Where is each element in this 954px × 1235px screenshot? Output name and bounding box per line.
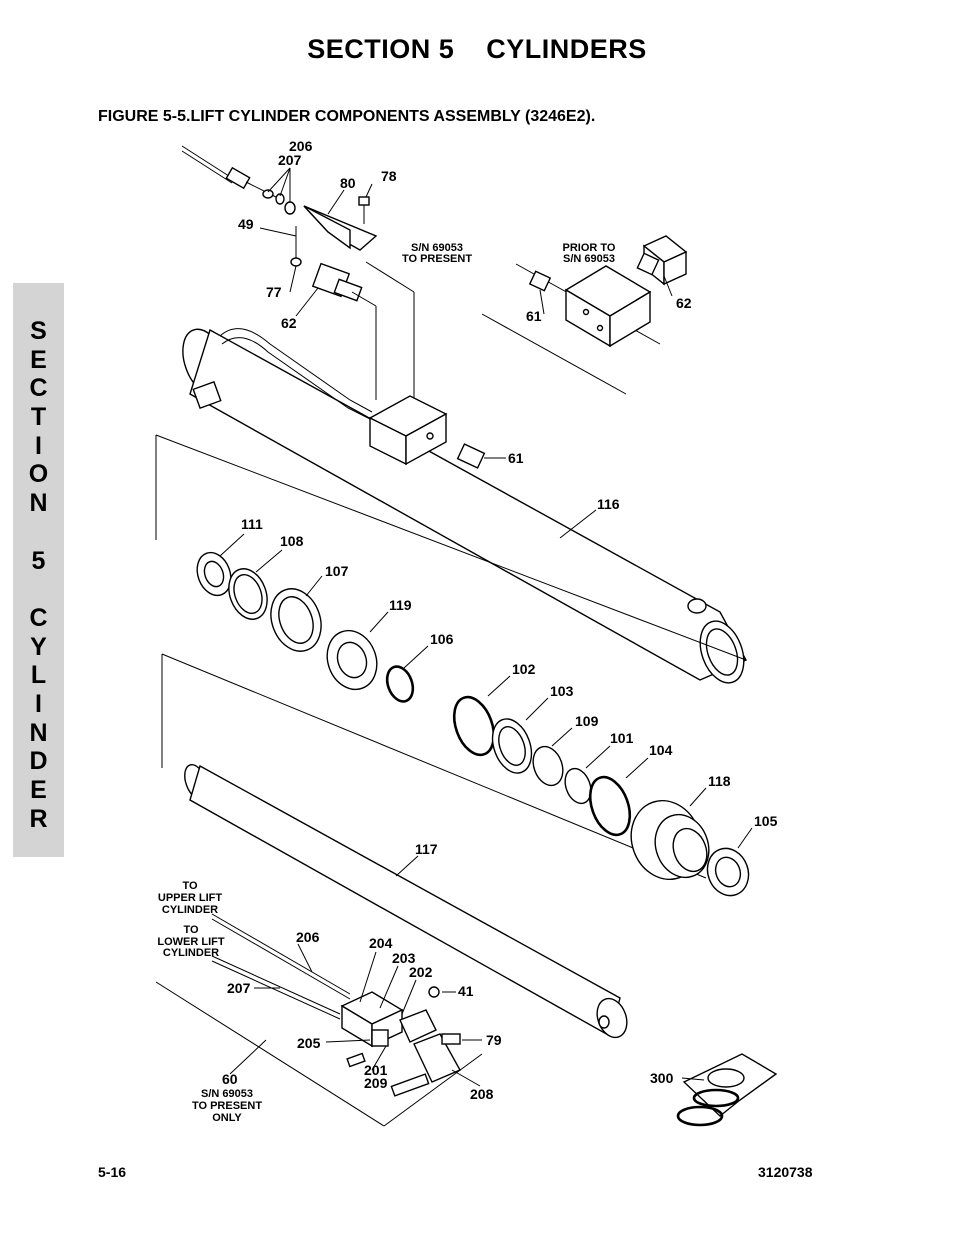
callout-204: 204 <box>369 935 393 951</box>
callout-62-prior: 62 <box>676 295 692 311</box>
diagram-notes: S/N 69053 TO PRESENT PRIOR TO S/N 69053 … <box>157 242 616 1124</box>
callout-79: 79 <box>486 1032 502 1048</box>
note-lower-line3: CYLINDER <box>163 947 219 959</box>
callout-108: 108 <box>280 533 304 549</box>
valve-assembly-upper <box>311 261 415 400</box>
side-tab-letter: S <box>30 317 47 345</box>
callout-78: 78 <box>381 168 397 184</box>
callout-101: 101 <box>610 730 634 746</box>
callout-300: 300 <box>650 1070 674 1086</box>
callout-77: 77 <box>266 284 282 300</box>
callout-111: 111 <box>241 516 263 532</box>
note-sn-present-line1: S/N 69053 <box>411 242 463 254</box>
side-tab-letter: I <box>35 689 42 718</box>
side-tab-letter: O <box>28 460 49 489</box>
figure-title: FIGURE 5-5.LIFT CYLINDER COMPONENTS ASSE… <box>98 108 596 125</box>
seal-ring-stack <box>196 551 750 897</box>
cylinder-barrel <box>182 328 747 684</box>
note-lower-line1: TO <box>183 924 199 936</box>
note-only-line1: S/N 69053 <box>201 1088 253 1100</box>
side-tab-letter: C <box>29 374 48 403</box>
note-only-line2: TO PRESENT <box>192 1100 262 1112</box>
exploded-view-guides <box>155 434 747 1127</box>
callout-104: 104 <box>649 742 673 758</box>
callout-49: 49 <box>238 216 254 232</box>
callout-109: 109 <box>575 713 599 729</box>
note-only-line3: ONLY <box>212 1112 242 1124</box>
callout-103: 103 <box>550 683 574 699</box>
callout-119: 119 <box>389 597 412 613</box>
page-number: 5-16 <box>98 1164 127 1180</box>
side-tab-letter: Y <box>30 632 47 661</box>
section-side-tab: S E C T I O N 5 C Y L I N D E R <box>13 283 64 857</box>
note-upper-line2: UPPER LIFT <box>158 892 222 904</box>
note-sn-present-line2: TO PRESENT <box>402 253 472 265</box>
callout-116: 116 <box>597 496 620 512</box>
side-tab-letter: N <box>29 489 48 518</box>
note-upper-line1: TO <box>182 880 198 892</box>
callout-203: 203 <box>392 950 416 966</box>
valve-assembly-lower <box>211 913 461 1097</box>
callout-207-lower: 207 <box>227 980 251 996</box>
callout-60: 60 <box>222 1071 238 1087</box>
side-tab-letter: N <box>29 718 48 747</box>
section-title: SECTION 5 CYLINDERS <box>307 34 647 64</box>
callout-205: 205 <box>297 1035 321 1051</box>
side-tab-letter: D <box>29 747 48 776</box>
note-upper-line3: CYLINDER <box>162 904 218 916</box>
side-tab-letter: 5 <box>31 546 46 575</box>
document-number: 3120738 <box>758 1164 813 1180</box>
side-tab-letter: C <box>29 603 48 632</box>
mounting-bracket <box>259 196 378 267</box>
note-lower-line2: LOWER LIFT <box>157 936 224 948</box>
callout-80: 80 <box>340 175 356 191</box>
callout-208: 208 <box>470 1086 494 1102</box>
callout-61: 61 <box>508 450 524 466</box>
cylinder-rod <box>184 764 628 1039</box>
side-tab-letter: T <box>30 403 47 432</box>
callout-41: 41 <box>458 983 474 999</box>
callout-labels: 206 207 80 78 49 77 62 62 61 61 116 111 … <box>222 138 778 1102</box>
callout-106: 106 <box>430 631 454 647</box>
callout-117: 117 <box>415 841 438 857</box>
callout-61-prior: 61 <box>526 308 542 324</box>
callout-102: 102 <box>512 661 536 677</box>
callout-201: 201 <box>364 1062 388 1078</box>
callout-202: 202 <box>409 964 433 980</box>
callout-206-upper: 206 <box>289 138 313 154</box>
callout-105: 105 <box>754 813 778 829</box>
callout-62-upper: 62 <box>281 315 297 331</box>
manifold-block-prior <box>481 235 688 395</box>
side-tab-letter: E <box>30 345 47 374</box>
callout-207-upper: 207 <box>278 152 302 168</box>
callout-107: 107 <box>325 563 349 579</box>
side-tab-letter: R <box>29 804 48 833</box>
hose-assembly-upper <box>181 145 296 215</box>
callout-118: 118 <box>708 773 731 789</box>
side-tab-letter: E <box>30 776 47 804</box>
callout-leaders <box>219 167 753 1087</box>
side-tab-letter: I <box>35 431 42 460</box>
note-prior-line2: S/N 69053 <box>563 253 615 265</box>
callout-209: 209 <box>364 1075 388 1091</box>
seal-kit-300 <box>676 1053 778 1127</box>
note-prior-line1: PRIOR TO <box>563 242 616 254</box>
side-tab-letter: L <box>30 661 47 690</box>
side-tab-letters: S E C T I O N 5 C Y L I N D E R <box>13 317 64 833</box>
callout-206-lower: 206 <box>296 929 320 945</box>
